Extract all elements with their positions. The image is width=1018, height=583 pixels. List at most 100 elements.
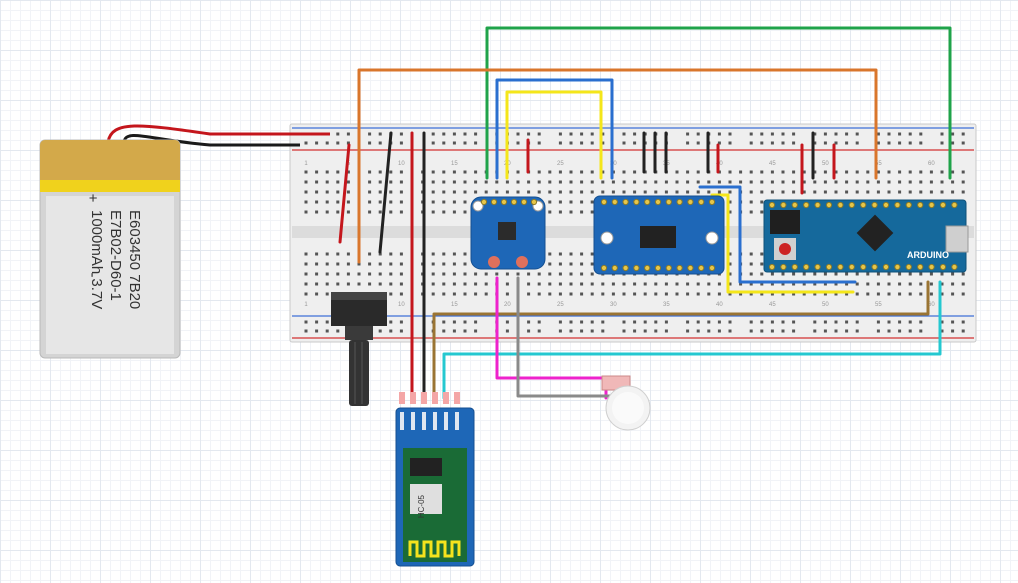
arduino-pin	[882, 201, 890, 209]
breadboard-hole	[792, 272, 796, 276]
breadboard-hole	[802, 170, 806, 174]
breadboard-hole	[569, 200, 573, 204]
breadboard-hole	[399, 262, 403, 266]
breadboard-hole	[717, 141, 721, 145]
breadboard-hole	[304, 200, 308, 204]
breadboard-hole	[389, 329, 393, 333]
breadboard-hole	[919, 132, 923, 136]
breadboard-hole	[675, 292, 679, 296]
breadboard-hole	[760, 282, 764, 286]
breadboard-hole	[929, 282, 933, 286]
breadboard-hole	[749, 132, 753, 136]
breadboard-hole	[516, 132, 520, 136]
breadboard-hole	[346, 170, 350, 174]
arduino-pin	[791, 201, 798, 209]
breadboard-hole	[728, 252, 732, 256]
breadboard-hole	[505, 180, 509, 184]
hc05-bluetooth-module[interactable]: HC-05	[395, 392, 475, 567]
breadboard-hole	[887, 141, 891, 145]
breadboard-hole	[876, 292, 880, 296]
breadboard-hole	[474, 329, 478, 333]
breadboard-hole	[919, 272, 923, 276]
arduino-pin	[939, 201, 947, 209]
breadboard-hole	[537, 141, 541, 145]
arduino-pin	[825, 263, 833, 271]
breadboard-hole	[633, 170, 637, 174]
breadboard-hole	[834, 141, 838, 145]
potentiometer[interactable]	[331, 292, 387, 406]
breadboard-hole	[378, 141, 382, 145]
breadboard-hole	[940, 132, 944, 136]
arduino-pin	[814, 263, 821, 271]
breadboard-column-number: 40	[716, 302, 723, 308]
breadboard-hole	[580, 132, 584, 136]
breadboard-hole	[601, 329, 605, 333]
breadboard-hole	[442, 170, 446, 174]
breadboard-hole	[580, 190, 584, 194]
breadboard-hole	[919, 141, 923, 145]
breadboard-hole	[866, 170, 870, 174]
driver-pin	[622, 264, 629, 272]
breadboard-hole	[739, 180, 743, 184]
breadboard-hole	[717, 132, 721, 136]
breadboard-hole	[558, 180, 562, 184]
breadboard-hole	[558, 132, 562, 136]
sensor-pin	[480, 198, 488, 206]
breadboard-column-number: 55	[875, 161, 882, 167]
breadboard-hole	[315, 272, 319, 276]
breadboard-hole	[590, 180, 594, 184]
arduino-pin	[825, 201, 833, 209]
breadboard-hole	[781, 170, 785, 174]
wire-yellow-right	[710, 193, 855, 294]
breadboard-hole	[463, 180, 467, 184]
driver-pin	[633, 264, 640, 272]
sensor-module[interactable]	[470, 196, 546, 270]
breadboard-hole	[601, 282, 605, 286]
driver-pin	[698, 198, 705, 206]
breadboard-hole	[611, 282, 615, 286]
breadboard-hole	[707, 329, 711, 333]
breadboard-hole	[675, 282, 679, 286]
breadboard-hole	[929, 272, 933, 276]
lipo-battery[interactable]: - + E603450 7B20 E7B02-D60-1 1000mAh 3.7…	[39, 124, 330, 359]
breadboard-hole	[951, 329, 955, 333]
breadboard-hole	[834, 272, 838, 276]
breadboard-hole	[601, 292, 605, 296]
breadboard-column-number: 60	[928, 161, 935, 167]
breadboard-hole	[717, 180, 721, 184]
breadboard-hole	[368, 190, 372, 194]
breadboard-hole	[601, 170, 605, 174]
breadboard-hole	[813, 180, 817, 184]
breadboard-hole	[908, 132, 912, 136]
bluetooth-pin	[421, 392, 427, 404]
breadboard-hole	[908, 180, 912, 184]
breadboard-hole	[537, 132, 541, 136]
breadboard-hole	[919, 292, 923, 296]
breadboard-hole	[389, 282, 393, 286]
breadboard-hole	[590, 320, 594, 324]
breadboard-hole	[537, 320, 541, 324]
breadboard-hole	[770, 320, 774, 324]
breadboard-hole	[760, 272, 764, 276]
breadboard-hole	[802, 272, 806, 276]
breadboard-hole	[951, 320, 955, 324]
breadboard-hole	[548, 272, 552, 276]
breadboard-hole	[781, 141, 785, 145]
breadboard-hole	[399, 200, 403, 204]
driver-module[interactable]	[593, 195, 725, 275]
breadboard-hole	[919, 329, 923, 333]
breadboard-hole	[378, 190, 382, 194]
driver-pin	[611, 264, 618, 272]
breadboard-hole	[887, 292, 891, 296]
arduino-pin	[894, 263, 901, 271]
breadboard-hole	[442, 141, 446, 145]
breadboard-hole	[431, 200, 435, 204]
breadboard-hole	[760, 190, 764, 194]
arduino-micro[interactable]: ARDUINO	[763, 199, 969, 273]
breadboard-hole	[643, 190, 647, 194]
breadboard-hole	[813, 329, 817, 333]
breadboard-hole	[474, 132, 478, 136]
breadboard-hole	[580, 320, 584, 324]
breadboard-hole	[558, 252, 562, 256]
breadboard-hole	[580, 252, 584, 256]
